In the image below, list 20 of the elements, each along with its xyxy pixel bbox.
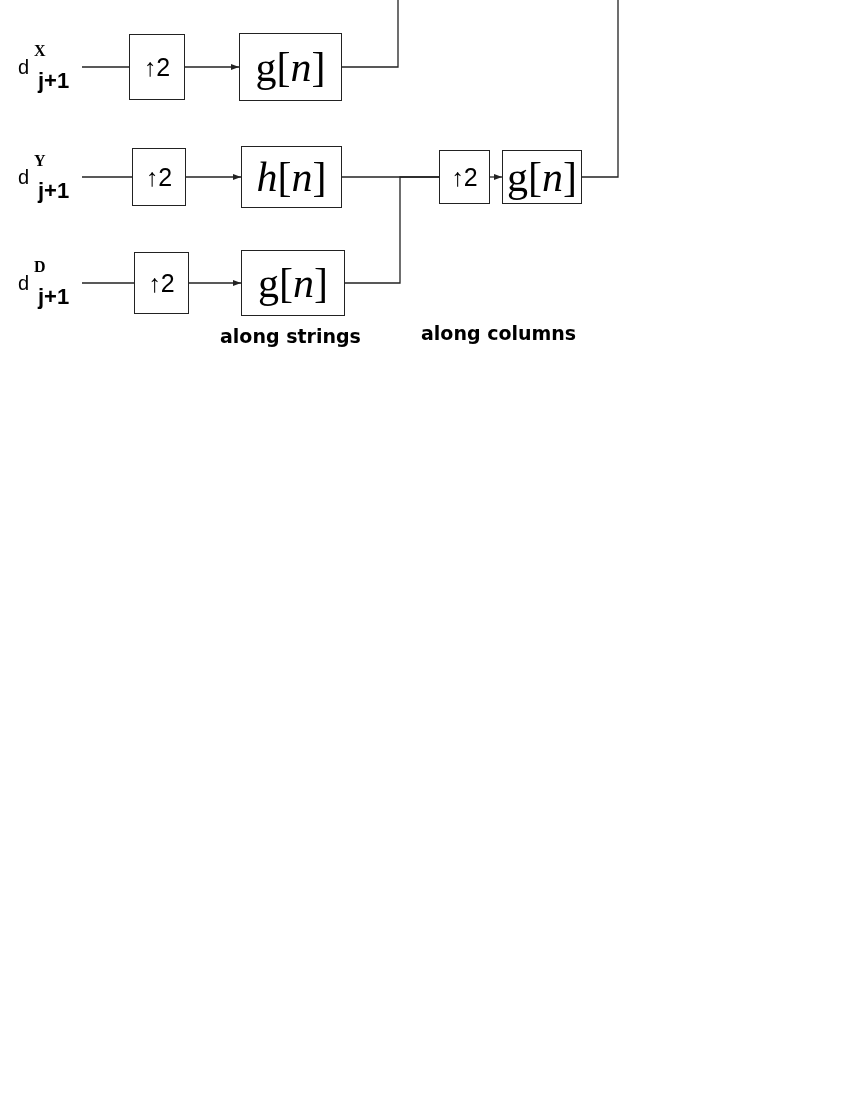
connector-line	[341, 0, 399, 68]
filter-block: g[n]	[241, 250, 345, 316]
connector-line	[81, 66, 130, 68]
connector-line	[81, 176, 133, 178]
connector-line	[581, 0, 619, 178]
upsampler-block: ↑2	[439, 150, 490, 204]
connector-line	[81, 282, 135, 284]
filter-block: g[n]	[239, 33, 342, 101]
arrow	[185, 174, 242, 180]
stage-caption: along columns	[421, 322, 577, 344]
filter-block: h[n]	[241, 146, 342, 208]
upsampler-block: ↑2	[132, 148, 186, 206]
upsampler-block: ↑2	[134, 252, 189, 314]
arrow	[489, 174, 503, 180]
stage-caption: along strings	[220, 325, 361, 347]
arrow	[184, 64, 240, 70]
upsampler-block: ↑2	[129, 34, 185, 100]
arrow	[188, 280, 242, 286]
connector-line	[344, 176, 440, 284]
filter-block: g[n]	[502, 150, 582, 204]
